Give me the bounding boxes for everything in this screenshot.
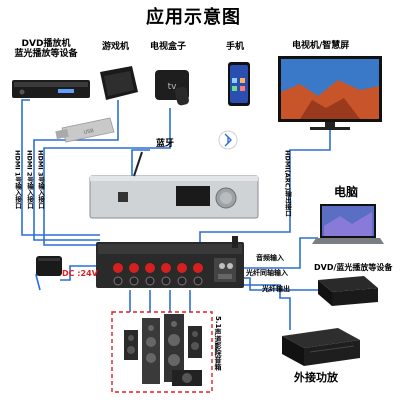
dvd-right-label: DVD/蓝光播放等设备: [314, 263, 393, 272]
wire-tv-arc: [199, 130, 331, 245]
optical-in-label: 光纤同轴输入: [246, 269, 288, 277]
wire-power: [60, 265, 100, 281]
dvd-top-label-line1: DVD播放机: [21, 39, 71, 49]
amplifier-label: 外接功放: [294, 371, 338, 384]
optical-out-label: 光纤输出: [262, 285, 290, 293]
dvd-player-top: [12, 80, 90, 98]
dc-voltage-label: DC :24V: [62, 269, 98, 278]
decoder-rear: [96, 236, 244, 288]
bluetooth-icon: [218, 130, 238, 150]
svg-text:USB: USB: [83, 128, 95, 136]
connection-wires: [21, 99, 331, 330]
speaker-terminals: [113, 263, 203, 286]
dvd-player-right: [318, 276, 378, 306]
speaker-set: [124, 314, 202, 386]
usb-drive: USB: [55, 117, 115, 143]
computer-label: 电脑: [334, 185, 359, 199]
speaker-set-label: 5.1声道影院音箱: [214, 316, 222, 371]
dvd-top-label-line2: 蓝光播放等设备: [14, 48, 78, 59]
wire-dvd: [21, 99, 100, 236]
wire-amp: [240, 284, 291, 330]
television: [278, 56, 382, 130]
dvd-top-label: DVD播放机 蓝光播放等设备: [4, 39, 88, 60]
hdmi2-label: HDMI 2号输入接口: [25, 150, 34, 210]
game-console: [100, 66, 138, 100]
tv-label: 电视机/智慧屏: [292, 41, 350, 51]
game-console-label: 游戏机: [102, 42, 130, 52]
power-adapter: [36, 256, 62, 276]
hdmi3-label: HDMI 3号输入接口: [36, 150, 45, 210]
tv-box: tv: [155, 70, 189, 106]
wire-game: [33, 100, 119, 241]
hdmi-arc-label: HDMI(ARC)输出接口: [283, 150, 292, 217]
hdmi1-label: HDMI 1号输入接口: [13, 150, 22, 210]
smartphone: [228, 62, 250, 106]
wire-dvd-right: [240, 277, 318, 291]
audio-in-label: 音频输入: [256, 254, 284, 262]
tv-box-label: 电视盒子: [150, 42, 187, 52]
bluetooth-label: 蓝牙: [156, 139, 175, 149]
decoder-front: [89, 151, 259, 219]
wire-computer: [240, 237, 318, 269]
wire-tvbox: [43, 108, 171, 246]
page-title: 应用示意图: [146, 7, 241, 28]
svg-text:tv: tv: [168, 82, 178, 92]
phone-label: 手机: [226, 42, 245, 52]
wire-bluetooth: [131, 149, 150, 185]
laptop: [312, 204, 384, 244]
speaker-group-box: [111, 311, 213, 393]
external-amplifier: [282, 328, 360, 366]
